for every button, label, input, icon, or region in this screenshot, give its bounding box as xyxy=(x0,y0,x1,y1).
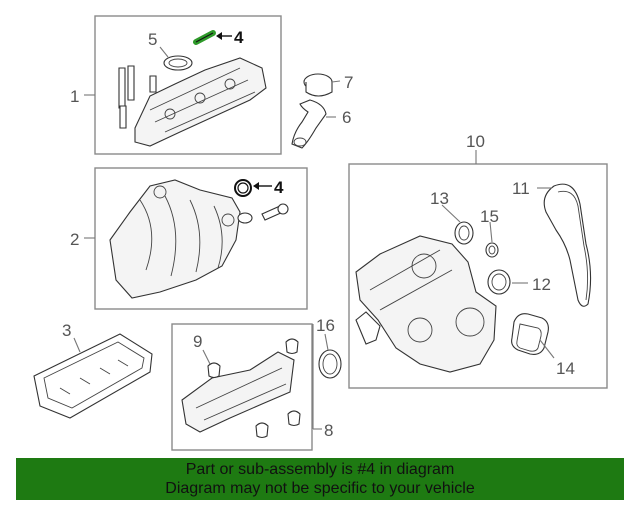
box-valve-cover xyxy=(94,15,282,155)
box-oil-pan-baffle xyxy=(171,323,313,451)
highlight-arrows xyxy=(216,32,272,190)
callout-11: 11 xyxy=(512,179,530,198)
callout-5: 5 xyxy=(148,30,157,49)
part-2-intake-manifold[interactable] xyxy=(109,179,241,299)
callout-16: 16 xyxy=(316,316,335,335)
callout-12: 12 xyxy=(532,275,551,294)
part-9-grommet[interactable] xyxy=(207,338,301,439)
callout-9: 9 xyxy=(193,332,202,351)
part-14-gasket[interactable] xyxy=(511,313,549,355)
callout-13: 13 xyxy=(430,189,449,208)
callout-4-upper: 4 xyxy=(234,28,244,47)
part-4-highlighted-seal[interactable] xyxy=(234,179,252,197)
valve-cover-bolts xyxy=(118,65,157,129)
part-7-oil-cap[interactable] xyxy=(303,73,333,97)
box-timing-cover xyxy=(348,163,608,389)
callout-2: 2 xyxy=(70,230,79,249)
banner-line-2: Diagram may not be specific to your vehi… xyxy=(165,480,475,497)
sensor xyxy=(355,311,381,345)
info-banner: Part or sub-assembly is #4 in diagram Di… xyxy=(16,458,624,500)
manifold-bolts xyxy=(237,203,289,224)
part-3-gasket[interactable] xyxy=(33,333,153,419)
part-12-seal[interactable] xyxy=(487,269,511,295)
leader-lines xyxy=(73,46,555,430)
part-5-grommet[interactable] xyxy=(163,55,193,71)
callout-10: 10 xyxy=(466,132,485,151)
callout-4-lower: 4 xyxy=(274,178,284,197)
banner-line-1: Part or sub-assembly is #4 in diagram xyxy=(185,461,455,478)
part-4-highlighted-upper[interactable] xyxy=(193,30,216,45)
callout-8: 8 xyxy=(324,421,333,440)
part-6-filler-tube[interactable] xyxy=(291,99,327,149)
part-13-seal[interactable] xyxy=(454,221,474,245)
callout-3: 3 xyxy=(62,321,71,340)
callout-14: 14 xyxy=(556,359,575,378)
callout-15: 15 xyxy=(480,207,499,226)
callout-7: 7 xyxy=(344,73,353,92)
callout-6: 6 xyxy=(342,108,351,127)
part-11-gasket[interactable] xyxy=(543,183,592,307)
part-8-baffle[interactable] xyxy=(181,351,295,433)
part-15-oring[interactable] xyxy=(485,242,499,258)
callout-1: 1 xyxy=(70,87,79,106)
part-10-timing-cover[interactable] xyxy=(355,235,497,373)
part-1-valve-cover[interactable] xyxy=(134,57,267,147)
part-16-seal[interactable] xyxy=(318,349,342,379)
